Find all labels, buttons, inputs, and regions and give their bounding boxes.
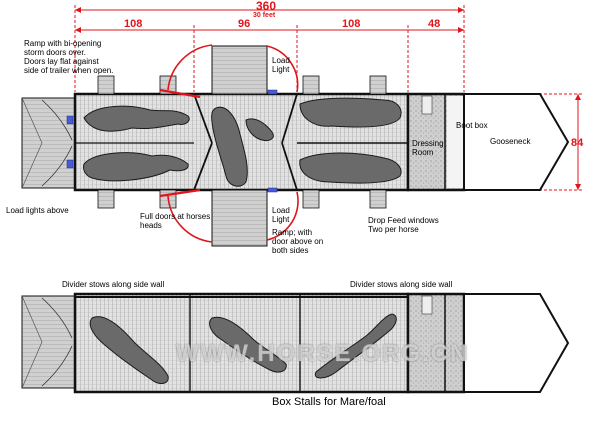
load-light-top-note: Load Light [272,56,290,74]
dressing-room-door [421,295,433,315]
stall-divider [281,93,298,144]
storm-door-arc [41,99,73,141]
drop-feed-note: Drop Feed windows Two per horse [368,216,439,234]
boot-box-label: Boot box [456,121,488,130]
segment-3-label: 108 [342,18,361,30]
ramp-rear-note: Ramp with bi-opening storm doors over. D… [24,39,114,75]
storm-door-arc [41,345,73,387]
door-swings [159,44,299,243]
storm-door-arc [41,145,73,187]
gooseneck-label: Gooseneck [490,137,531,146]
load-light [267,187,278,193]
height-label: 84 [571,137,584,149]
full-door-open [159,188,201,198]
gooseneck [463,93,570,191]
horse-box-stall-3 [314,313,397,379]
total-length-label: 360 [256,0,277,13]
watermark: WWW.HORSE.ORG.CN [176,340,470,367]
ramp-side-note: Ramp; with door above on both sides [272,228,324,255]
horse-top-right [299,97,402,128]
load-light-bottom-note: Load Light [272,206,290,224]
horse-bottom-left [83,152,189,182]
total-length-sublabel: 30 feet [253,12,276,19]
side-ramp-bottom [211,189,268,247]
door-swing-arc [167,195,213,243]
full-door-open [159,88,201,99]
storm-door-arc [41,297,73,339]
stall-divider [193,142,213,191]
segment-1-label: 108 [124,18,143,30]
horses [83,97,402,187]
horse-box-stall-1 [89,316,169,384]
dressing-room-door [421,95,433,115]
door-swing-arc [266,45,299,93]
gooseneck [463,293,570,393]
side-ramp-top [211,45,268,95]
rear-ramp [21,295,76,389]
divider-note-right: Divider stows along side wall [350,280,453,289]
load-light [66,115,74,125]
door-swing-arc [266,191,299,241]
horses [89,313,397,384]
load-light [267,89,278,95]
segment-2-label: 96 [238,18,251,30]
horse-center-left [211,106,248,187]
dressing-room-label: Dressing Room [412,139,444,157]
segment-4-label: 48 [428,18,441,30]
horse-bottom-right [299,152,402,184]
box-stall-walls [189,294,301,392]
door-swing-arc [167,44,213,91]
bottom-trailer [21,292,570,394]
horse-top-left [83,105,190,132]
load-lights [66,89,278,193]
horse-box-stall-2 [209,316,287,373]
stall-divider [193,93,213,144]
divider-note-left: Divider stows along side wall [62,280,165,289]
top-trailer [21,44,570,247]
boot-box [447,96,463,188]
load-lights-note: Load lights above [6,206,69,215]
stall-divider [281,142,298,191]
full-doors-note: Full doors at horses heads [140,212,211,230]
diagram-caption: Box Stalls for Mare/foal [272,396,386,408]
load-light [66,159,74,169]
rear-ramp [21,97,76,189]
horse-center-right [245,118,274,141]
